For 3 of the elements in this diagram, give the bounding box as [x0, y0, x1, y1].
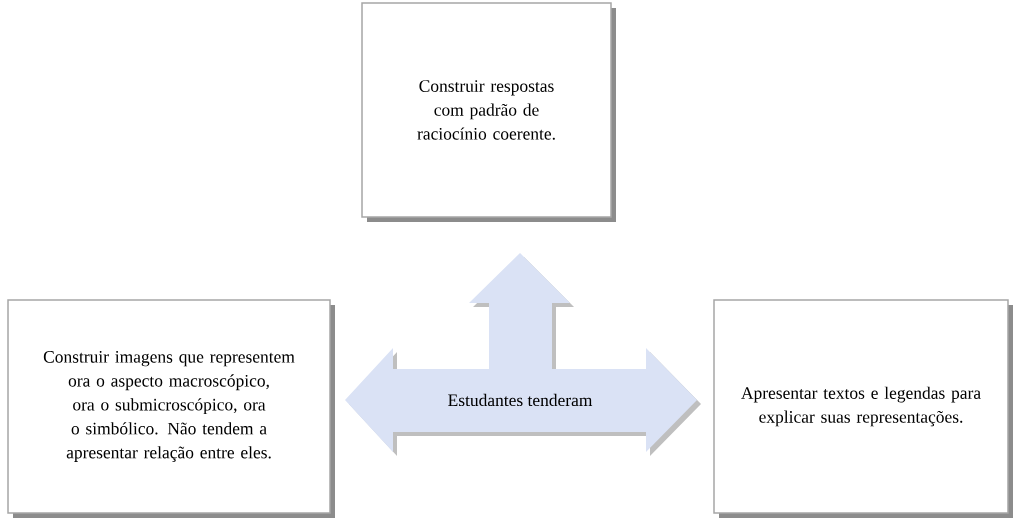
- text-box: Apresentar textos e legendas para explicar suas representações.: [713, 299, 1013, 518]
- text-box: Construir respostas com padrão de raciocínio coerente.: [361, 2, 616, 222]
- text-box: Construir imagens que representem ora o aspecto macroscópico, ora o submicroscópico, ora o simbólico. Não tendem a apresentar relação entre eles.: [7, 299, 335, 518]
